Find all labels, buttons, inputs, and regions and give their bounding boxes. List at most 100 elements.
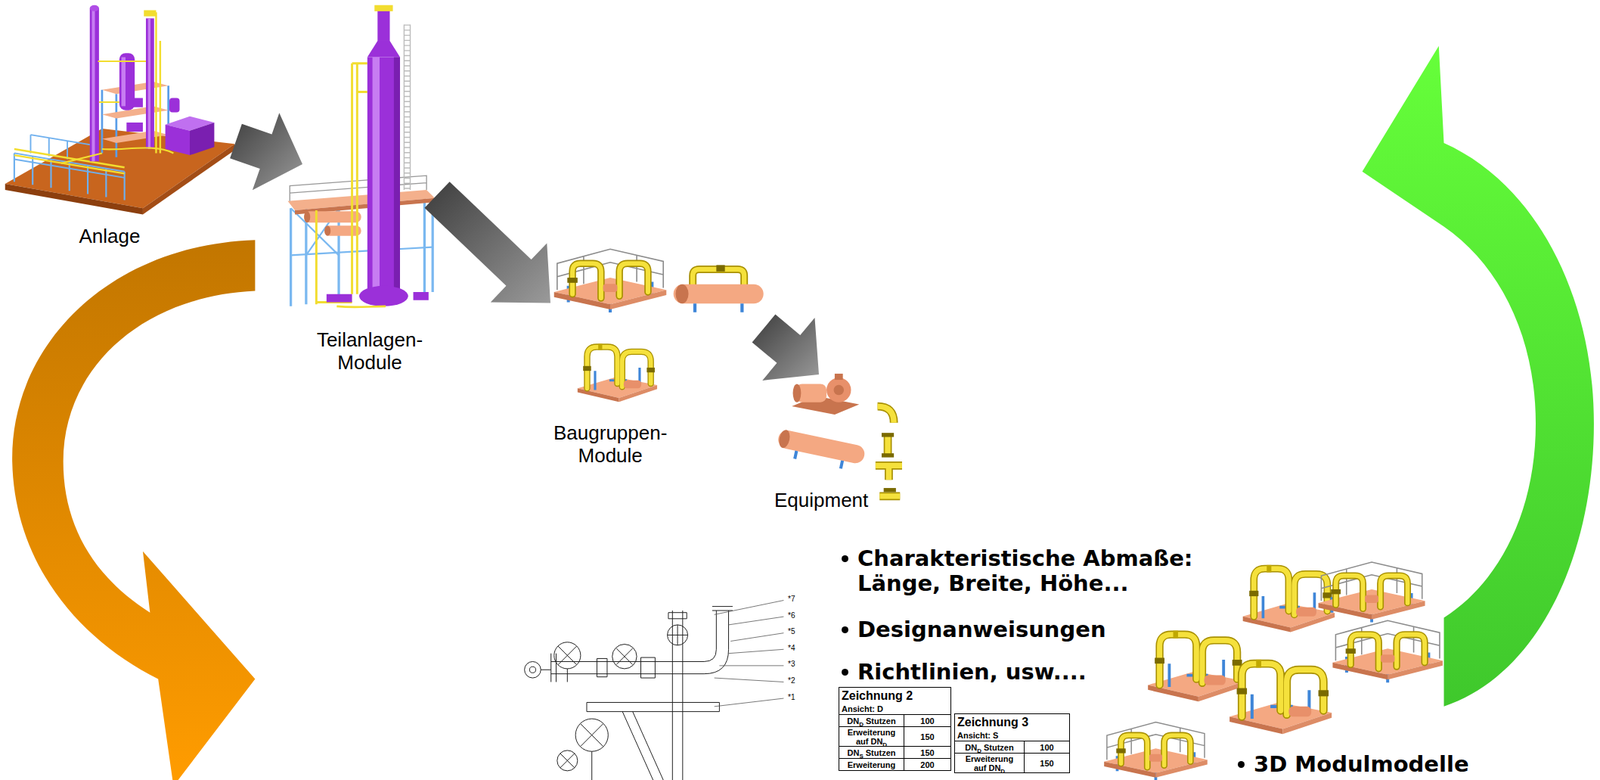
- technical-drawing: [586, 710, 720, 712]
- table-text: Stutzen: [983, 742, 1014, 752]
- technical-drawing: [616, 648, 633, 665]
- table-text: DN: [847, 747, 860, 757]
- hierarchy-level: Anlage: [6, 3, 236, 254]
- bullet-dot: [1237, 760, 1245, 768]
- technical-drawing: [580, 723, 604, 747]
- table-cell: 100: [903, 713, 952, 727]
- table-cell: 150: [903, 745, 952, 759]
- technical-drawing: [586, 701, 720, 703]
- equipment-illustration: [775, 428, 867, 473]
- caption-holder: Teilanlagen- Module: [316, 328, 423, 375]
- bullet-dot: [841, 555, 849, 562]
- label-holder: *1: [787, 692, 796, 702]
- label-holder: Charakteristische Abmaße: Länge, Breite,…: [857, 545, 1281, 597]
- column-module-illustration: [291, 198, 434, 307]
- label-holder: 3D Modulmodelle: [1253, 751, 1470, 777]
- plant-illustration: [121, 57, 126, 107]
- label-holder: Richtlinien, usw....: [857, 659, 1087, 685]
- equipment-illustration: [875, 406, 903, 497]
- table-text: Zeichnung 3: [957, 714, 1029, 729]
- equipment-illustration: [834, 373, 844, 380]
- technical-drawing: [567, 668, 568, 683]
- caption-holder: Anlage: [79, 225, 141, 249]
- technical-drawing: [557, 750, 578, 771]
- technical-drawing: [596, 657, 607, 676]
- hierarchy-level: Teilanlagen- Module: [302, 3, 438, 386]
- label-holder: *3: [787, 659, 796, 669]
- callout-number: *5: [787, 626, 796, 636]
- orange-cycle-arrow: [12, 239, 255, 780]
- table-text: 100: [920, 716, 934, 726]
- label-holder: *7: [787, 594, 796, 604]
- label-holder: Designanweisungen: [857, 617, 1107, 642]
- equipment-illustration: [834, 384, 844, 395]
- table-cell: Erweiterung: [838, 757, 905, 771]
- plant-illustration: [91, 8, 95, 162]
- technical-drawing: [622, 711, 664, 780]
- technical-drawing: [524, 660, 542, 678]
- bullet-dot: [841, 668, 849, 676]
- table-text: Erweiterung: [847, 759, 897, 769]
- connector-group: [229, 112, 819, 381]
- column-module-illustration: [336, 306, 386, 307]
- plant-illustration: [89, 5, 100, 12]
- plant-illustration: [98, 61, 146, 103]
- cell-content: DNDStutzen: [843, 716, 900, 726]
- technical-drawing: [677, 624, 679, 645]
- table-text: Stutzen: [865, 716, 897, 726]
- table-cell: Erweiterung auf DND: [838, 725, 905, 747]
- technical-drawing: [555, 653, 557, 683]
- column-module-illustration: [303, 210, 311, 223]
- technical-drawing: [586, 701, 587, 711]
- technical-drawing: [540, 669, 551, 670]
- technical-drawing: [712, 610, 733, 611]
- table-text: 150: [920, 747, 934, 757]
- level-caption: Baugruppen- Module: [553, 421, 667, 468]
- technical-drawing: [667, 624, 689, 645]
- equipment-illustration: [777, 428, 791, 450]
- cell-content: 150: [916, 747, 938, 757]
- column-module-illustration: [291, 207, 434, 255]
- column-module-illustration: [393, 57, 400, 295]
- table-text: 150: [920, 731, 934, 742]
- caption-holder: Baugruppen- Module: [553, 421, 667, 468]
- hierarchy-level: Baugruppen- Module: [550, 226, 764, 481]
- plant-illustration: [143, 9, 156, 16]
- table-cell: Erweiterung auf DND: [954, 752, 1025, 773]
- leader-lines: [714, 600, 785, 707]
- technical-drawing: [682, 610, 683, 780]
- table-text: Erweiterung auf DN: [965, 753, 1014, 773]
- equipment-illustration: [881, 452, 894, 457]
- equipment-illustration: [826, 377, 851, 402]
- table-text: Erweiterung auf DN: [847, 727, 897, 746]
- table-text: 150: [1039, 758, 1054, 768]
- column-module-illustration: [359, 285, 409, 307]
- plant-illustration: [30, 134, 92, 159]
- assembly-modules-illustration: [577, 343, 658, 402]
- table-text: 100: [1039, 742, 1054, 752]
- equipment-illustration: [881, 432, 894, 437]
- column-module-illustration: [288, 5, 435, 307]
- plant-illustration: [102, 81, 169, 158]
- decomposition-arrow: [752, 314, 819, 381]
- table-cell: DNSStutzen: [838, 745, 905, 759]
- equipment-illustration: [883, 487, 897, 492]
- column-module-illustration: [367, 40, 400, 58]
- illustration: [5, 5, 1594, 780]
- column-module-illustration: [316, 63, 367, 304]
- plant-illustration: [61, 147, 174, 163]
- label-holder: *4: [787, 643, 796, 653]
- callout-number: *7: [787, 594, 796, 604]
- technical-drawing: [551, 672, 704, 674]
- equipment-illustration: [794, 450, 843, 469]
- technical-drawing: [575, 718, 608, 751]
- label-holder: *5: [787, 626, 796, 636]
- technical-drawing: [560, 753, 575, 768]
- level-caption: Anlage: [79, 225, 141, 249]
- bullet-dot: [841, 626, 849, 633]
- technical-drawing: [558, 645, 577, 664]
- technical-drawing: [529, 666, 536, 673]
- technical-drawing: [524, 606, 733, 780]
- technical-drawing: [591, 750, 593, 780]
- equipment-illustration: [776, 428, 867, 466]
